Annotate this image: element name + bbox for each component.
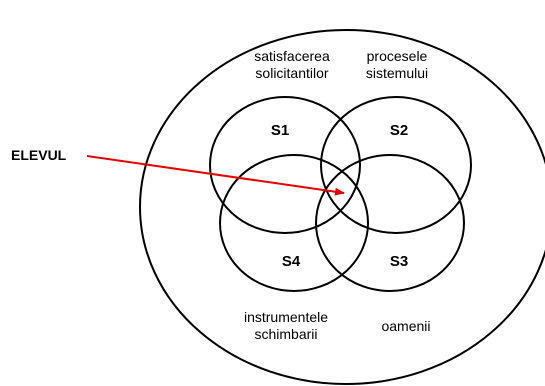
- set-s4-circle: [219, 154, 369, 292]
- set-s3-caption: oamenii: [366, 318, 446, 335]
- set-s3-caption-line-1: oamenii: [381, 318, 431, 334]
- set-s4-caption: instrumentele schimbarii: [226, 309, 346, 343]
- set-s2-circle: [320, 96, 472, 234]
- student-arrow: [86, 155, 345, 196]
- set-s2-caption: procesele sistemului: [342, 48, 452, 82]
- set-s2-label: S2: [389, 122, 409, 139]
- set-s1-caption-line-1: satisfacerea: [254, 48, 330, 64]
- set-s1-caption-line-2: solicitantilor: [255, 65, 329, 81]
- set-s1-caption: satisfacerea solicitantilor: [232, 48, 352, 82]
- set-s3-circle: [315, 154, 465, 292]
- set-s4-label: S4: [281, 253, 301, 270]
- set-s4-caption-line-2: schimbarii: [254, 326, 318, 342]
- set-s1-circle: [209, 96, 361, 234]
- set-s4-caption-line-1: instrumentele: [243, 309, 329, 325]
- set-s3-label: S3: [389, 253, 409, 270]
- outer-boundary-ellipse: [139, 29, 545, 385]
- set-s2-caption-line-2: sistemului: [365, 65, 429, 81]
- student-label: ELEVUL: [11, 147, 67, 163]
- set-s2-caption-line-1: procesele: [366, 48, 428, 64]
- set-s1-label: S1: [270, 122, 290, 139]
